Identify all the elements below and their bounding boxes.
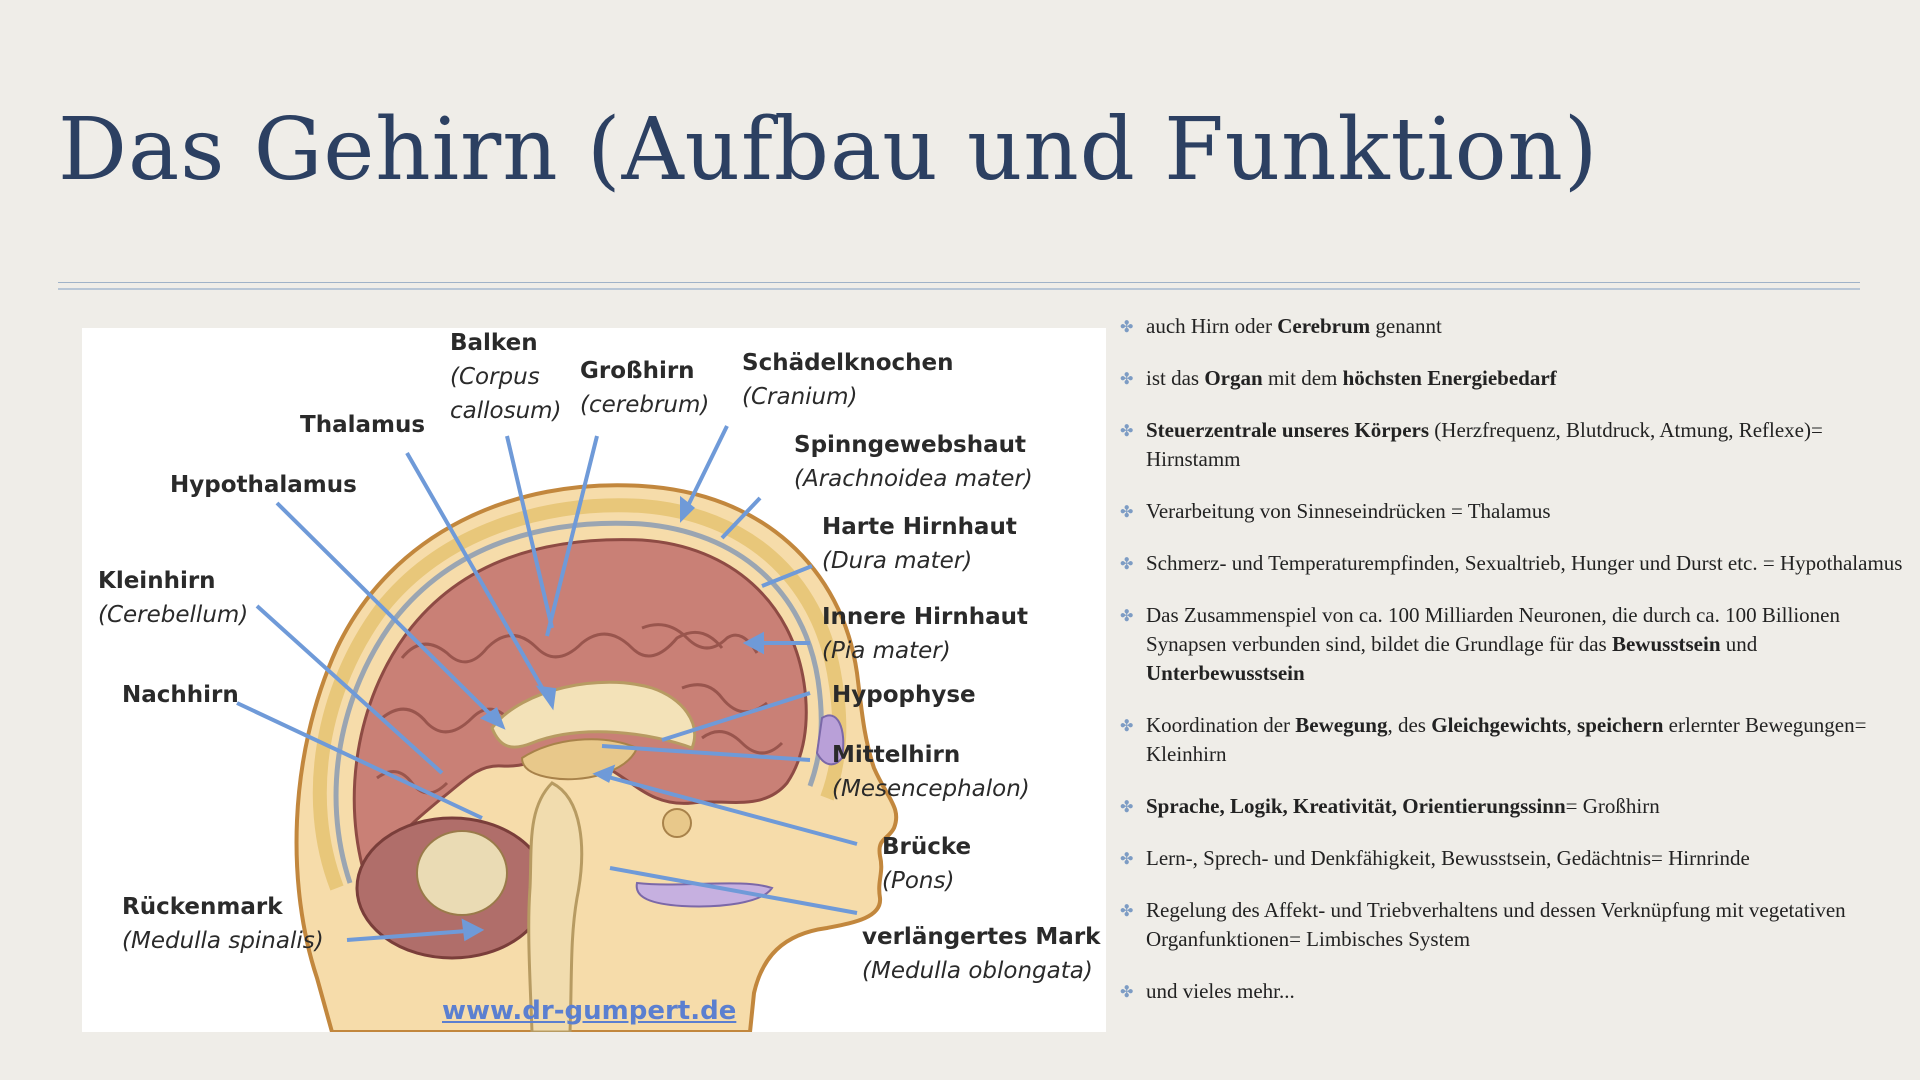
bullet-star-icon: ✤ [1120, 554, 1134, 573]
bullet-star-icon: ✤ [1120, 901, 1134, 920]
brain-illustration [236, 425, 899, 1032]
brainstem [527, 781, 584, 1032]
bullet-star-icon: ✤ [1120, 982, 1134, 1001]
source-link[interactable]: www.dr-gumpert.de [442, 996, 737, 1026]
label-mittelhirn: Mittelhirn (Mesencephalon) [832, 742, 1030, 802]
label-bruecke: Brücke (Pons) [882, 834, 972, 894]
bullet-star-icon: ✤ [1120, 369, 1134, 388]
hypophysis [662, 808, 692, 838]
fact-item: ✤ ist das Organ mit dem höchsten Energieb… [1120, 364, 1920, 393]
pointer-arrows [236, 425, 858, 942]
fact-item: ✤ Das Zusammenspiel von ca. 100 Milliarde… [1120, 601, 1920, 688]
bullet-star-icon: ✤ [1120, 317, 1134, 336]
label-innere-hirnhaut: Innere Hirnhaut (Pia mater) [822, 604, 1028, 664]
fact-item: ✤ und vieles mehr... [1120, 977, 1920, 1006]
fact-item: ✤ Regelung des Affekt- und Triebverhalten… [1120, 896, 1920, 954]
corpus-callosum [490, 680, 697, 750]
fact-text: Gleichgewichts [1431, 713, 1567, 737]
page-title: Das Gehirn (Aufbau und Funktion) [58, 100, 1599, 200]
fact-text: Das Zusammenspiel von ca. 100 Milliarden… [1146, 603, 1840, 656]
title-divider-secondary [58, 288, 1860, 290]
fact-text: Schmerz- und Temperaturempfinden, Sexual… [1146, 551, 1903, 575]
fact-text: , des [1387, 713, 1432, 737]
fact-text: Bewusstsein [1611, 632, 1721, 656]
fact-text: Koordination der [1146, 713, 1296, 737]
fact-text: erlernter Bewegungen= Kleinhirn [1146, 713, 1867, 766]
fact-list: ✤ auch Hirn oder Cerebrum genannt ✤ ist das… [1120, 312, 1920, 1029]
sinus [815, 714, 845, 766]
label-spinngewebshaut: Spinngewebshaut (Arachnoidea mater) [794, 432, 1033, 492]
fact-text: höchsten Energiebedarf [1342, 366, 1557, 390]
fact-text: mit dem [1262, 366, 1343, 390]
label-nachhirn: Nachhirn [122, 682, 239, 708]
fact-text: , [1566, 713, 1578, 737]
fact-text: auch Hirn oder [1146, 314, 1278, 338]
fact-item: ✤ Koordination der Bewegung, des Gleichge… [1120, 711, 1920, 769]
label-thalamus: Thalamus [300, 412, 426, 438]
bullet-star-icon: ✤ [1120, 849, 1134, 868]
fact-item: ✤ auch Hirn oder Cerebrum genannt [1120, 312, 1920, 341]
fact-item: ✤ Schmerz- und Temperaturempfinden, Sexua… [1120, 549, 1920, 578]
fact-text: Lern-, Sprech- und Denkfähigkeit, Bewuss… [1146, 846, 1750, 870]
label-kleinhirn: Kleinhirn (Cerebellum) [98, 568, 249, 628]
label-schaedelknochen: Schädelknochen (Cranium) [742, 350, 954, 410]
label-verlaengertes-mark: verlängertes Mark (Medulla oblongata) [862, 924, 1101, 984]
label-harte-hirnhaut: Harte Hirnhaut (Dura mater) [822, 514, 1017, 574]
skull [312, 498, 847, 891]
fact-text: und vieles mehr... [1146, 979, 1295, 1003]
label-hypophyse: Hypophyse [832, 682, 976, 708]
fact-text: Cerebrum [1277, 314, 1371, 338]
bullet-star-icon: ✤ [1120, 421, 1134, 440]
arbor-vitae [416, 830, 508, 916]
title-divider [58, 282, 1860, 283]
fact-text: Bewegung [1295, 713, 1388, 737]
fact-text: und [1720, 632, 1758, 656]
fact-text: Organ [1204, 366, 1263, 390]
fact-item: ✤ Lern-, Sprech- und Denkfähigkeit, Bewus… [1120, 844, 1920, 873]
fact-text: speichern [1577, 713, 1664, 737]
fact-item: ✤ Sprache, Logik, Kreativität, Orientieru… [1120, 792, 1920, 821]
fact-text: (Herzfrequenz, Blutdruck, Atmung, Reflex… [1146, 418, 1823, 471]
fact-item: ✤ Verarbeitung von Sinneseindrücken = Tha… [1120, 497, 1920, 526]
label-hypothalamus: Hypothalamus [170, 472, 357, 498]
label-grosshirn: Großhirn (cerebrum) [580, 358, 710, 418]
bullet-star-icon: ✤ [1120, 502, 1134, 521]
fact-text: Regelung des Affekt- und Triebverhaltens… [1146, 898, 1846, 951]
fact-text: Verarbeitung von Sinneseindrücken = Thal… [1146, 499, 1551, 523]
bullet-star-icon: ✤ [1120, 797, 1134, 816]
bullet-star-icon: ✤ [1120, 606, 1134, 625]
label-rueckenmark: Rückenmark (Medulla spinalis) [122, 894, 324, 954]
meninges [333, 520, 824, 884]
fact-item: ✤ Steuerzentrale unseres Körpers (Herzfre… [1120, 416, 1920, 474]
fact-text: Sprache, Logik, Kreativität, Orientierun… [1146, 794, 1566, 818]
bullet-star-icon: ✤ [1120, 716, 1134, 735]
fact-text: = Großhirn [1565, 794, 1660, 818]
brain-diagram: Balken (Corpus callosum) Großhirn (cereb… [82, 328, 1106, 1032]
label-balken: Balken (Corpus callosum) [450, 330, 562, 424]
fact-text: Steuerzentrale unseres Körpers [1146, 418, 1430, 442]
fact-text: genannt [1370, 314, 1442, 338]
fact-text: Unterbewusstsein [1146, 661, 1305, 685]
fact-text: ist das [1146, 366, 1205, 390]
